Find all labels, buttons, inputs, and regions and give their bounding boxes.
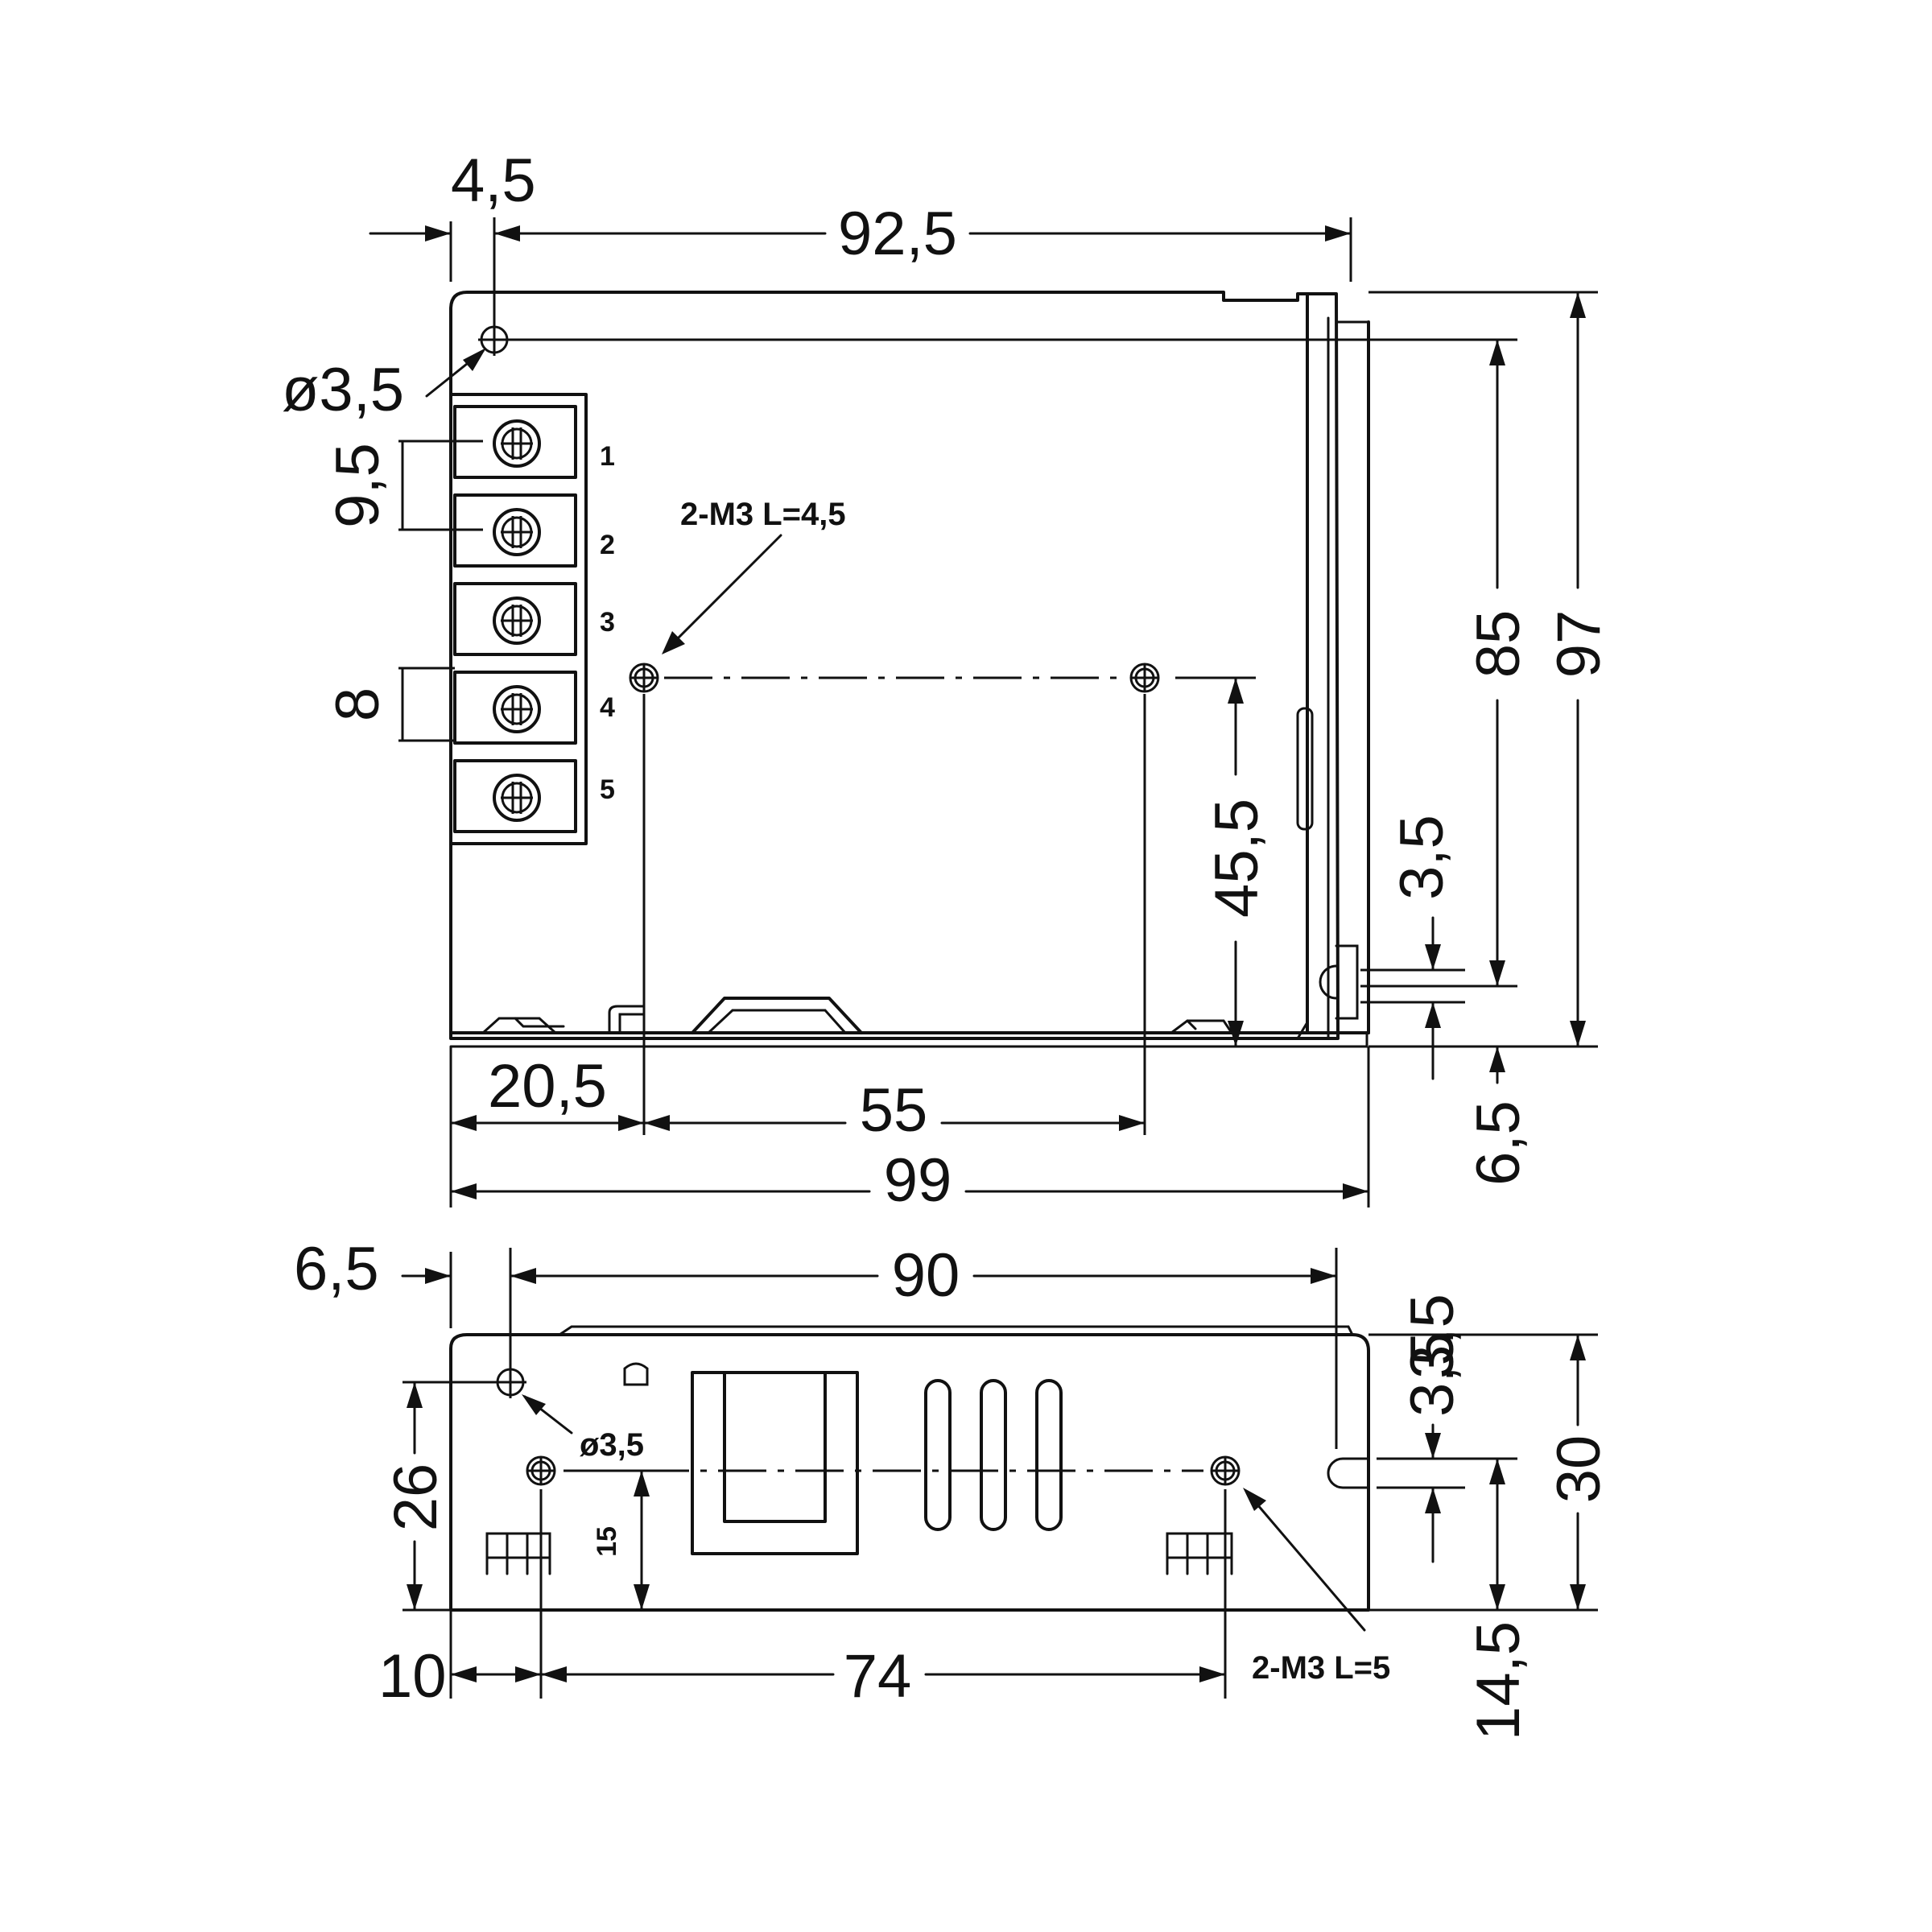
dim-total-width: 99: [449, 1146, 1370, 1215]
svg-text:2-M3 L=5: 2-M3 L=5: [1252, 1650, 1390, 1686]
top-m3-note: 2-M3 L=4,5: [662, 497, 846, 654]
svg-text:85: 85: [1464, 610, 1533, 679]
svg-text:6,5: 6,5: [1464, 1100, 1533, 1186]
side-bracket: [1296, 292, 1370, 1040]
terminal-label-4: 4: [600, 692, 615, 723]
terminal-label-5: 5: [600, 774, 615, 805]
dim-mount-offset: 20,5: [449, 1052, 646, 1131]
base-features: [481, 997, 1233, 1034]
svg-text:30: 30: [1545, 1435, 1613, 1504]
terminal-screw-4: [493, 685, 541, 733]
side-m3-hole-left: [526, 1455, 556, 1486]
dim-side-mount-span: 74: [539, 1642, 1227, 1711]
dim-hole-span: 92,5: [493, 200, 1352, 268]
svg-text:ø3,5: ø3,5: [282, 356, 404, 424]
svg-text:74: 74: [844, 1642, 912, 1711]
dim-side-hole-offset: 6,5: [294, 1235, 536, 1303]
dim-side-hole-dia: ø3,5: [522, 1394, 644, 1463]
svg-text:26: 26: [382, 1463, 450, 1532]
dim-side-slot-top: 3,5: [1398, 1294, 1467, 1379]
top-m3-hole-left: [629, 663, 659, 693]
svg-text:14,5: 14,5: [1464, 1621, 1533, 1740]
dim-inner-height: 85: [1464, 338, 1533, 988]
svg-text:2-M3 L=4,5: 2-M3 L=4,5: [680, 497, 846, 532]
side-m3-hole-right: [1210, 1455, 1241, 1486]
side-vent-slots: [924, 1379, 1063, 1531]
side-small-tab: [623, 1362, 649, 1386]
dim-side-mount-offset: 10: [378, 1642, 543, 1711]
dim-total-height: 97: [1545, 291, 1613, 1048]
svg-text:15: 15: [592, 1526, 622, 1557]
svg-text:20,5: 20,5: [488, 1052, 607, 1121]
svg-text:45,5: 45,5: [1203, 799, 1271, 918]
svg-text:90: 90: [892, 1241, 960, 1310]
side-view: 6,5 90 ø3,5 26 15: [294, 1235, 1613, 1740]
svg-text:10: 10: [378, 1642, 447, 1711]
dim-side-slot-height: 14,5: [1464, 1457, 1533, 1740]
svg-text:3,5: 3,5: [1388, 815, 1456, 900]
svg-text:8: 8: [324, 687, 392, 721]
terminal-screw-2: [493, 508, 541, 556]
dim-mount-height: 45,5: [1203, 676, 1271, 1048]
dim-side-hole-height: 26: [382, 1381, 450, 1612]
dim-terminal-width: 8: [324, 667, 404, 742]
top-view: 1 2 3 4 5 4,5: [282, 147, 1613, 1215]
side-vent-window: [691, 1371, 859, 1555]
svg-text:55: 55: [860, 1076, 928, 1145]
svg-text:97: 97: [1545, 610, 1613, 679]
terminal-label-2: 2: [600, 530, 615, 560]
terminal-screw-1: [493, 419, 541, 468]
terminal-label-1: 1: [600, 441, 615, 472]
terminal-block: 1 2 3 4 5: [449, 393, 615, 845]
svg-text:3,5: 3,5: [1398, 1294, 1467, 1379]
dim-side-hole-span: 90: [509, 1241, 1338, 1310]
dim-hole-offset: 4,5: [369, 147, 536, 242]
dim-side-slot-bottom: 3,5: [1398, 1331, 1467, 1563]
dim-side-total-height: 30: [1545, 1333, 1613, 1612]
svg-text:ø3,5: ø3,5: [580, 1427, 644, 1463]
terminal-label-3: 3: [600, 607, 615, 638]
svg-text:4,5: 4,5: [451, 147, 536, 215]
svg-text:92,5: 92,5: [838, 200, 957, 268]
top-m3-hole-right: [1129, 663, 1160, 693]
terminal-screw-3: [493, 597, 541, 645]
svg-text:6,5: 6,5: [294, 1235, 379, 1303]
dim-terminal-pitch: 9,5: [324, 440, 404, 531]
dim-hole-dia: ø3,5: [282, 348, 486, 424]
terminal-screw-5: [493, 774, 541, 822]
svg-text:3,5: 3,5: [1398, 1331, 1467, 1417]
side-foot-slots: [485, 1532, 1233, 1575]
dim-bracket-offset: 6,5: [1464, 1045, 1533, 1186]
top-view-chassis-outline: [449, 291, 1340, 1040]
dim-bracket-slot: 3,5: [1360, 815, 1465, 1080]
svg-text:99: 99: [884, 1146, 952, 1215]
svg-text:9,5: 9,5: [324, 443, 392, 528]
side-m3-note: 2-M3 L=5: [1243, 1488, 1390, 1686]
dim-mount-span: 55: [642, 1076, 1146, 1145]
dim-side-mount-height: 15: [576, 1469, 660, 1612]
